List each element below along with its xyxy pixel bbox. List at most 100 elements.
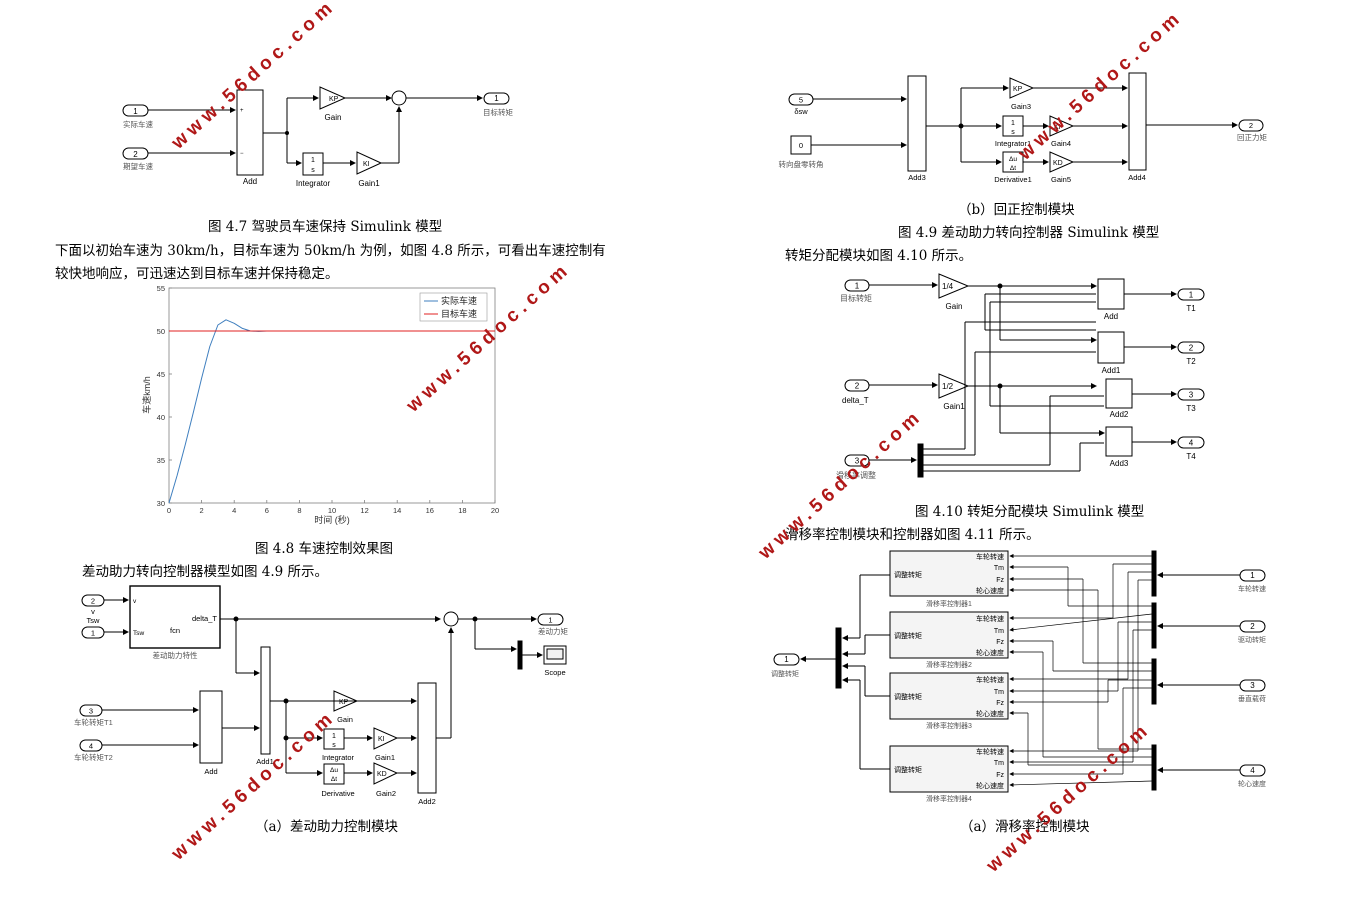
x-tick-label: 12 <box>360 506 368 515</box>
fig411-ctrl3-p3: Fz <box>996 700 1004 707</box>
para4: 滑移率控制模块和控制器如图 4.11 所示。 <box>785 527 1040 543</box>
x-tick-label: 8 <box>297 506 301 515</box>
fig411-ctrl4-p1: 车轮转速 <box>976 747 1004 756</box>
fig47-in1-label: 实际车速 <box>123 119 153 129</box>
fig411-in4-num: 4 <box>1250 766 1255 775</box>
fig410-in1-num: 1 <box>855 282 860 291</box>
fig411-ctrl3-in: 调整转矩 <box>894 692 922 701</box>
fig49b-const-label: 转向盘零转角 <box>779 159 824 169</box>
chart-ylabel: 车速km/h <box>141 376 152 414</box>
x-tick-label: 14 <box>393 506 401 515</box>
fig49b-deriv-bot: Δt <box>1010 165 1016 172</box>
legend-actual: 实际车速 <box>441 295 477 306</box>
fig411-ctrl2-p3: Fz <box>996 639 1004 646</box>
fig49a-gain-kd <box>373 762 399 785</box>
fig411-caption: （a）滑移率控制模块 <box>960 819 1090 835</box>
fig410-add <box>1097 278 1125 310</box>
x-tick-label: 16 <box>426 506 434 515</box>
fig410-caption: 图 4.10 转矩分配模块 Simulink 模型 <box>915 504 1145 520</box>
chart-legend: 实际车速 目标车速 <box>419 292 488 322</box>
fig49b-kd: KD <box>1053 160 1063 167</box>
fig47-caption: 图 4.7 驾驶员车速保持 Simulink 模型 <box>208 219 443 235</box>
fig49a-gain-label: Gain <box>337 715 353 724</box>
fig47-gain1-label: Gain1 <box>358 179 380 188</box>
fig411-ctrl1-p2: Tm <box>994 565 1004 572</box>
fig47-add-label: Add <box>243 177 257 186</box>
fig49b-add3 <box>907 75 927 172</box>
fig47-in2-label: 期望车速 <box>123 161 153 171</box>
fig410-add2-label: Add2 <box>1110 410 1129 419</box>
fig49a-fcn-block <box>129 585 221 649</box>
fig47-add-plus: + <box>240 108 244 114</box>
fig49b-integ-bot: s <box>1011 129 1015 136</box>
fig411-in3-num: 3 <box>1250 681 1255 690</box>
fig47-kp-text: KP <box>329 96 339 103</box>
fig410-add3 <box>1105 426 1133 457</box>
fig410-in3-num: 3 <box>855 457 860 466</box>
fig49b-gain3-label: Gain3 <box>1011 102 1031 111</box>
fig411-ctrl3 <box>889 672 1009 720</box>
x-tick-label: 20 <box>491 506 499 515</box>
fig49b-in5-num: 5 <box>799 96 803 105</box>
fig411-ctrl2-name: 滑移率控制器2 <box>926 660 972 669</box>
fig47-out-port <box>483 92 510 105</box>
fig49a-in-tsw-label: Tsw <box>87 616 101 625</box>
fig49a-integ-label: Integrator <box>322 753 355 762</box>
fig47-diagram: 1 2 实际车速 期望车速 + − Add KP Gain 1 s Integr… <box>122 86 513 188</box>
x-tick-label: 0 <box>167 506 171 515</box>
fig49a-add1-label: Add1 <box>256 757 274 766</box>
fig411-ctrl2-p2: Tm <box>994 628 1004 635</box>
fig49-caption: 图 4.9 差动助力转向控制器 Simulink 模型 <box>898 225 1160 241</box>
fig410-out2-label: T2 <box>1186 357 1196 366</box>
fig410-gain1-val: 1/2 <box>942 382 954 391</box>
fig411-ctrl1-p4: 轮心速度 <box>976 586 1004 595</box>
fig410-gain-label: Gain <box>946 302 963 311</box>
fig411-ctrl2-p1: 车轮转速 <box>976 614 1004 623</box>
fig49b-gain3 <box>1009 77 1035 99</box>
fig49a-out-label: 差动力矩 <box>538 626 568 636</box>
fig49a-in-tsw-num: 1 <box>91 629 95 638</box>
fig411-ctrl1-p1: 车轮转速 <box>976 552 1004 561</box>
fig49a-kd: KD <box>377 771 387 778</box>
fig49a-scope-label: Scope <box>544 668 565 677</box>
fig49b-gain4-label: Gain4 <box>1051 139 1071 148</box>
fig411-ctrl4 <box>889 745 1009 793</box>
fig49b-integ1-label: Integrator1 <box>995 139 1031 148</box>
fig410-gain-val: 1/4 <box>942 282 954 291</box>
fig49b-gain5-label: Gain5 <box>1051 175 1071 184</box>
fig411-diagram: 1 调整转矩 调整转矩 车轮转速 Tm Fz 轮心速度 滑移率控制器1 调整转矩… <box>771 550 1266 803</box>
fig49a-out-num: 1 <box>548 616 552 625</box>
fig411-ctrl4-p3: Fz <box>996 772 1004 779</box>
fig47-integ-bot: s <box>311 167 315 174</box>
fig411-ctrl2-in: 调整转矩 <box>894 631 922 640</box>
fig410-in3-label: 滑移率调整 <box>836 470 876 480</box>
fig410-add1 <box>1097 331 1125 364</box>
fig411-in4-label: 轮心速度 <box>1238 779 1266 788</box>
fig47-gain-ki <box>356 151 383 175</box>
fig49b-integ-top: 1 <box>1011 120 1015 127</box>
fig49a-add-label: Add <box>204 767 217 776</box>
fig49b-in5-label: δsw <box>794 107 808 116</box>
fig410-gain1 <box>938 373 970 399</box>
fig411-ctrl3-p4: 轮心速度 <box>976 709 1004 718</box>
fig49a-gain1-label: Gain1 <box>375 753 395 762</box>
fig49b-caption: （b）回正控制模块 <box>958 202 1075 218</box>
fig47-add-minus: − <box>240 151 244 157</box>
fig49b-out-label: 回正力矩 <box>1237 132 1267 142</box>
fig49b-out-num: 2 <box>1249 121 1253 130</box>
fig411-ctrl4-p4: 轮心速度 <box>976 781 1004 790</box>
fig410-out4-num: 4 <box>1189 439 1194 448</box>
fig49a-in-v-label: v <box>91 607 95 616</box>
para1-line1: 下面以初始车速为 30km/h，目标车速为 50km/h 为例，如图 4.8 所… <box>55 243 606 259</box>
fig410-diagram: 1 目标转矩 2 delta_T 3 滑移率调整 1/4 Gain 1/2 Ga… <box>836 273 1205 480</box>
fig49a-add2-label: Add2 <box>418 797 436 806</box>
fig47-gain-kp <box>319 86 347 110</box>
fig49a-kp: KP <box>339 699 349 706</box>
fig410-in2-num: 2 <box>855 382 860 391</box>
fig411-ctrl4-in: 调整转矩 <box>894 765 922 774</box>
fig49a-fcn-caption: 差动助力特性 <box>153 650 198 660</box>
chart-xlabel: 时间 (秒) <box>314 514 350 525</box>
fig49a-diagram: 2 v 1 Tsw v Tsw fcn delta_T 差动助力特性 1 差动力… <box>74 585 568 806</box>
legend-target: 目标车速 <box>441 308 477 319</box>
